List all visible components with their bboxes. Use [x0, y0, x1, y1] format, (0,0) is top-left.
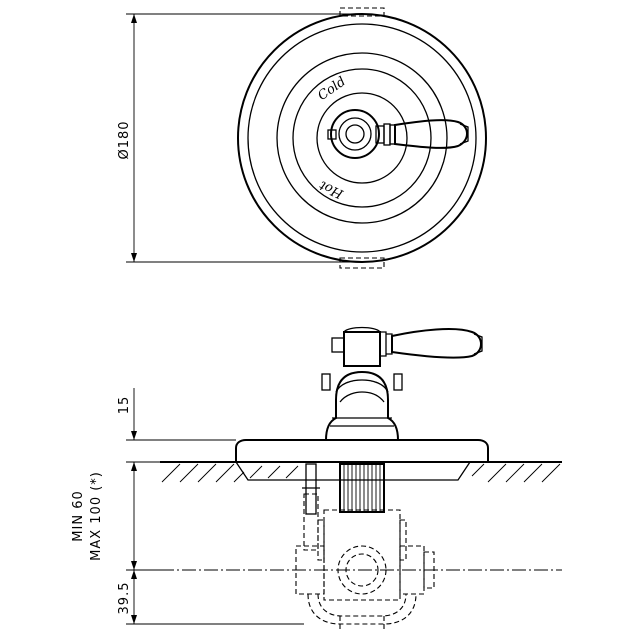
dimension-min-max: MIN 60 MAX 100 (*) [71, 461, 160, 570]
front-view: Ø180 Cold Hot [117, 7, 487, 269]
dimension-15: 15 [117, 388, 236, 471]
wall-section [160, 461, 562, 483]
hot-label: Hot [317, 177, 347, 202]
hidden-pipe-stubs [339, 7, 385, 269]
dimension-39-5: 39.5 [117, 569, 304, 625]
escutcheon-plate [237, 13, 487, 263]
diameter-dimension: Ø180 [117, 13, 363, 263]
splined-spindle [302, 463, 385, 551]
side-view: 15 MIN 60 MAX 100 (*) 39.5 [71, 326, 562, 632]
diameter-label: Ø180 [117, 120, 132, 159]
mixer-lever [327, 109, 469, 159]
dimension-15-label: 15 [117, 396, 132, 415]
side-lever-assembly [321, 326, 483, 441]
dimension-39-5-label: 39.5 [117, 582, 132, 615]
cold-label: Cold [315, 74, 348, 104]
cover-plate [235, 439, 489, 463]
dimension-min-label: MIN 60 [71, 490, 86, 541]
concealed-valve-body [295, 509, 435, 632]
dimension-max-label: MAX 100 (*) [89, 471, 104, 561]
